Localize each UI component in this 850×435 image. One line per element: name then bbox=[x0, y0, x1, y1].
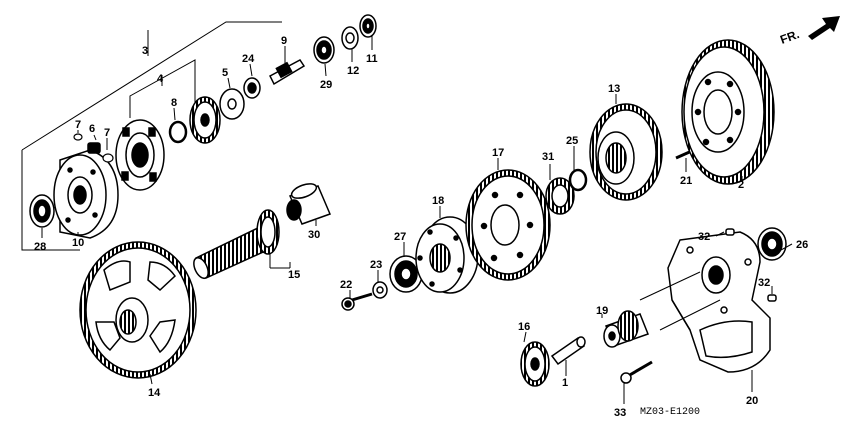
sleeve-part-30 bbox=[286, 183, 332, 225]
hub-part-18 bbox=[415, 216, 479, 294]
callout-21: 21 bbox=[680, 175, 692, 187]
callout-7-b: 7 bbox=[104, 127, 110, 139]
bolt-part-22 bbox=[341, 292, 373, 311]
callout-3: 3 bbox=[142, 45, 148, 57]
gear-part-13 bbox=[589, 103, 663, 201]
pin-part-1 bbox=[550, 336, 586, 366]
callout-11: 11 bbox=[366, 53, 378, 65]
clutch-outer-part-10 bbox=[53, 149, 119, 239]
leader-lines bbox=[41, 36, 793, 404]
circlip-part-25 bbox=[568, 168, 588, 192]
washer-part-23 bbox=[372, 281, 388, 299]
callout-7-a: 7 bbox=[75, 119, 81, 131]
dowel-part-32-b bbox=[767, 294, 777, 302]
diagram-code: MZ03-E1200 bbox=[640, 407, 700, 418]
callout-33: 33 bbox=[614, 407, 626, 419]
callout-2: 2 bbox=[738, 179, 744, 191]
bearing-part-28 bbox=[29, 194, 55, 228]
callout-10: 10 bbox=[72, 237, 84, 249]
callout-31: 31 bbox=[542, 151, 554, 163]
callout-12: 12 bbox=[347, 65, 359, 77]
one-way-clutch-part-4 bbox=[115, 119, 165, 191]
callout-26: 26 bbox=[796, 239, 808, 251]
bearing-part-29 bbox=[313, 36, 335, 64]
washer-part-11 bbox=[359, 14, 377, 38]
starter-driven-gear bbox=[189, 96, 221, 144]
callout-28: 28 bbox=[34, 241, 46, 253]
circlip-part-8 bbox=[168, 120, 188, 144]
needle-bearing-part-31 bbox=[545, 177, 575, 215]
front-direction-label: FR. bbox=[778, 27, 801, 47]
cap-part-7-b bbox=[102, 153, 114, 163]
callout-5: 5 bbox=[222, 67, 228, 79]
callout-25: 25 bbox=[566, 135, 578, 147]
callout-13: 13 bbox=[608, 83, 620, 95]
callout-1: 1 bbox=[562, 377, 568, 389]
callout-9: 9 bbox=[281, 35, 287, 47]
bearing-part-27 bbox=[389, 255, 423, 293]
gear-part-17 bbox=[465, 169, 551, 281]
front-direction-arrow-icon bbox=[808, 16, 840, 40]
callout-18: 18 bbox=[432, 195, 444, 207]
gear-part-14 bbox=[79, 241, 197, 379]
splined-shaft-part-15 bbox=[193, 209, 280, 280]
bearing-part-26 bbox=[757, 227, 787, 261]
spring-part-6 bbox=[87, 142, 101, 154]
callout-8: 8 bbox=[171, 97, 177, 109]
gear-part-19 bbox=[603, 310, 649, 348]
gear-part-2 bbox=[681, 39, 775, 185]
washer-part-5 bbox=[219, 88, 245, 120]
needle-bearing-part-24 bbox=[243, 77, 261, 99]
callout-30: 30 bbox=[308, 229, 320, 241]
callout-23: 23 bbox=[370, 259, 382, 271]
housing-part-20 bbox=[667, 231, 771, 373]
callout-22: 22 bbox=[340, 279, 352, 291]
callout-24: 24 bbox=[242, 53, 255, 65]
callout-6: 6 bbox=[89, 123, 95, 135]
washer-part-12 bbox=[341, 26, 359, 50]
callout-29: 29 bbox=[320, 79, 332, 91]
assembly-bracket-lines bbox=[21, 21, 282, 251]
callout-14: 14 bbox=[148, 387, 161, 399]
callout-17: 17 bbox=[492, 147, 504, 159]
gear-part-16 bbox=[520, 341, 550, 387]
dowel-part-32-a bbox=[725, 228, 735, 236]
callout-27: 27 bbox=[394, 231, 406, 243]
cap-part-7-a bbox=[73, 133, 83, 141]
callout-19: 19 bbox=[596, 305, 608, 317]
shaft-part-9 bbox=[269, 59, 306, 86]
callout-20: 20 bbox=[746, 395, 758, 407]
bolt-part-33 bbox=[620, 360, 653, 384]
callout-15: 15 bbox=[288, 269, 300, 281]
callout-16: 16 bbox=[518, 321, 530, 333]
callout-32-a: 32 bbox=[698, 231, 710, 243]
callout-32-b: 32 bbox=[758, 277, 770, 289]
callout-4: 4 bbox=[157, 73, 164, 85]
